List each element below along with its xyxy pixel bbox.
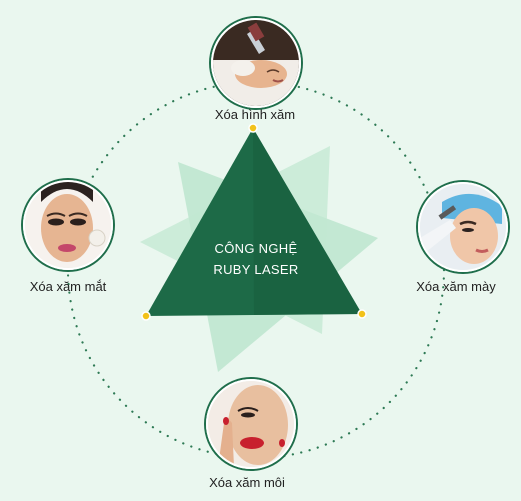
center-title: CÔNG NGHỆ RUBY LASER <box>213 238 298 280</box>
lips-face-photo-icon <box>206 379 296 469</box>
label-right: Xóa xăm mày <box>416 279 496 294</box>
label-bottom: Xóa xăm môi <box>209 475 285 490</box>
vertex-dot-right <box>357 309 367 319</box>
tattoo-removal-face-photo-icon <box>211 18 301 108</box>
main-triangle-shade <box>253 128 362 315</box>
eyebrow-treatment-photo-icon <box>418 182 508 272</box>
center-title-line1: CÔNG NGHỆ <box>214 241 298 256</box>
label-left: Xóa xăm mắt <box>29 279 107 294</box>
eye-makeup-face-photo-icon <box>23 180 113 270</box>
vertex-dot-top <box>248 123 258 133</box>
label-top: Xóa hình xăm <box>214 107 296 122</box>
vertex-dot-left <box>141 311 151 321</box>
center-title-line2: RUBY LASER <box>213 262 299 277</box>
